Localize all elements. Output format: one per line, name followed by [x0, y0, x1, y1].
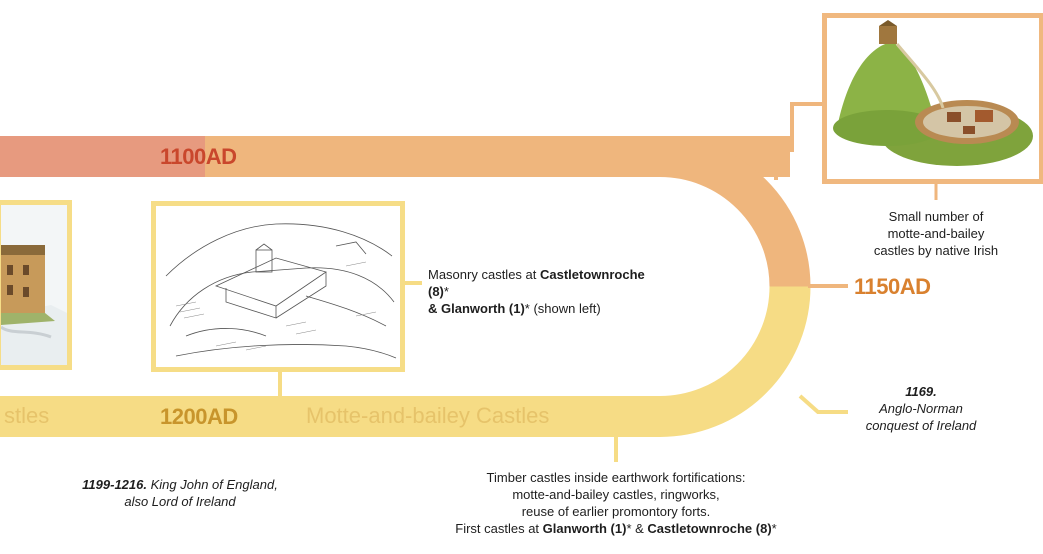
native-note-line3: castles by native Irish — [874, 243, 998, 258]
motte-and-bailey-illustration-icon — [827, 18, 1039, 179]
masonry-note-text: Masonry castles at — [428, 267, 540, 282]
band-label-castles-fragment: stles — [4, 403, 49, 429]
conquest-note: 1169. Anglo-Norman conquest of Ireland — [846, 383, 996, 434]
native-note-line2: motte-and-bailey — [888, 226, 985, 241]
masonry-castle-sketch-icon — [156, 206, 400, 367]
native-irish-note: Small number of motte-and-bailey castles… — [852, 208, 1020, 259]
glanworth-bold: & Glanworth (1) — [428, 301, 525, 316]
masonry-castles-note: Masonry castles at Castletownroche (8)* … — [428, 266, 648, 317]
conquest-line2: conquest of Ireland — [866, 418, 977, 433]
timber-line1: Timber castles inside earthwork fortific… — [487, 470, 746, 485]
conquest-line1: Anglo-Norman — [879, 401, 963, 416]
year-1100: 1100AD — [160, 144, 237, 170]
band-label-motte-and-bailey: Motte-and-bailey Castles — [306, 403, 549, 429]
timber-line2: motte-and-bailey castles, ringworks, — [512, 487, 719, 502]
king-john-years: 1199-1216. — [82, 477, 147, 492]
left-castle-frame — [0, 200, 72, 370]
timber-castletownroche-bold: Castletownroche (8) — [647, 521, 771, 536]
connector-conquest — [800, 396, 848, 412]
timber-line4-asterisk: * — [772, 521, 777, 536]
castle-illustration-icon — [1, 205, 67, 365]
year-1150: 1150AD — [854, 274, 931, 300]
timber-line3: reuse of earlier promontory forts. — [522, 504, 711, 519]
native-note-line1: Small number of — [889, 209, 984, 224]
masonry-note-shown-left: * (shown left) — [525, 301, 601, 316]
band-curve-yellow — [660, 287, 790, 417]
masonry-castle-frame — [151, 201, 405, 372]
timber-line4-mid: * & — [626, 521, 647, 536]
timber-glanworth-bold: Glanworth (1) — [543, 521, 627, 536]
motte-illustration-frame — [822, 13, 1043, 184]
king-john-note: 1199-1216. King John of England, also Lo… — [40, 476, 320, 510]
masonry-note-asterisk: * — [444, 284, 449, 299]
conquest-year: 1169. — [905, 384, 937, 399]
year-1200: 1200AD — [160, 404, 238, 430]
king-john-line2: also Lord of Ireland — [124, 494, 235, 509]
king-john-line1: King John of England, — [147, 477, 278, 492]
timber-line4-prefix: First castles at — [455, 521, 542, 536]
timber-castles-note: Timber castles inside earthwork fortific… — [396, 469, 836, 537]
